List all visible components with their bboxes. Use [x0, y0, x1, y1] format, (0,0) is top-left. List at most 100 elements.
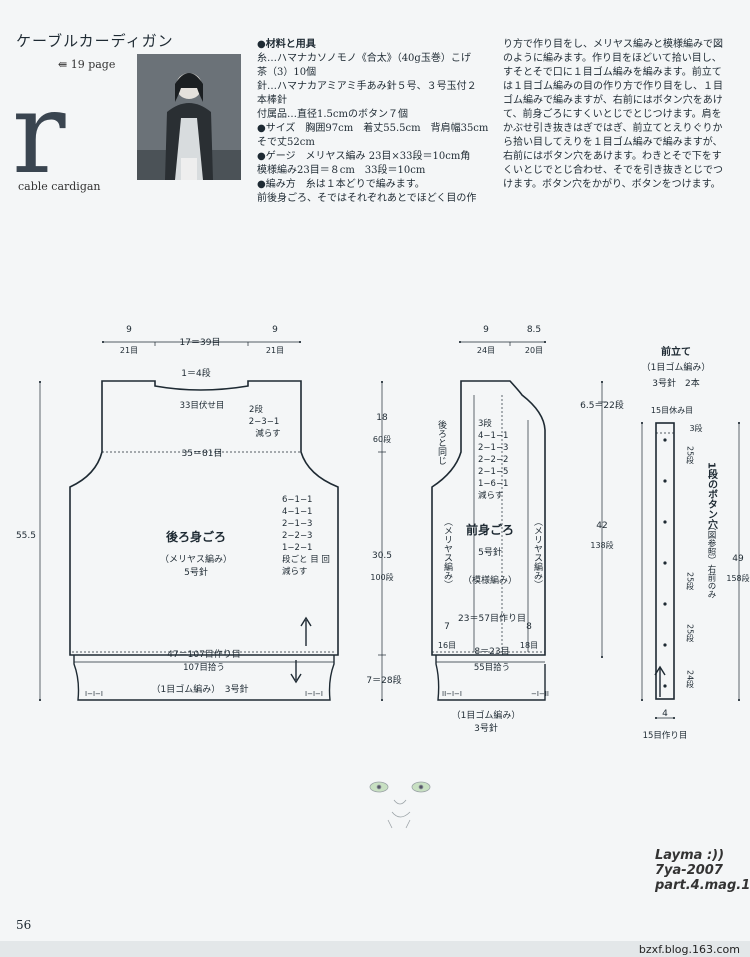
buttonhole-dots	[663, 438, 667, 688]
back-needle: 5号針	[184, 566, 208, 578]
front-left-stitches: 16目	[438, 641, 456, 650]
decrease-row: 減らす	[478, 490, 503, 501]
armhole-rows: 60段	[373, 434, 391, 444]
instructions-line: かぶせ引き抜きはぎではぎ、前立てとえりぐりか	[503, 123, 723, 134]
armhole-cm: 18	[376, 413, 388, 423]
materials-line: 付属品…直径1.5cmのボタン７個	[257, 109, 408, 120]
band-length-cm: 49	[732, 554, 744, 564]
instructions-line: て、前身ごろにすくいとじでとじつけます。肩を	[503, 109, 722, 120]
front-height-cm: 42	[596, 521, 607, 531]
materials-line: 糸…ハマナカソノモノ《合太》（40g玉巻）こげ	[257, 53, 471, 64]
decrease-row: 2−2−2	[478, 455, 508, 465]
signature-line: part.4.mag.16	[655, 878, 750, 893]
front-left-width: 7	[444, 622, 450, 632]
front-outline	[431, 380, 546, 656]
band-width: 4	[662, 709, 668, 719]
front-stockinette-right: （メリヤス編み）	[532, 517, 543, 589]
decrease-row: 4−1−1	[282, 507, 312, 517]
instructions-line: けます。ボタン穴をかがり、ボタンをつけます。	[503, 179, 721, 190]
materials-column: ●材料と用具糸…ハマナカソノモノ《合太》（40g玉巻）こげ茶（3）10個針…ハマ…	[257, 38, 495, 206]
rib-rows: 7＝28段	[366, 674, 401, 686]
band-gap-1: 25段	[686, 446, 695, 465]
band-gap-4: 24段	[686, 670, 695, 689]
signature-line: Layma :))	[655, 848, 725, 863]
band-needle: 3号針 2本	[652, 377, 699, 389]
front-needle: 5号針	[478, 546, 502, 558]
instructions-line: ゴム編みで編みますが、右前にはボタン穴をあけ	[503, 95, 723, 106]
materials-line: そで丈52cm	[257, 137, 315, 148]
materials-line: ●ゲージ メリヤス編み 23目×33段＝10cm角	[257, 151, 471, 162]
back-neck-dec-1: 2段	[249, 404, 263, 415]
watermark: bzxf.blog.163.com	[638, 943, 740, 956]
page-number: 56	[16, 918, 32, 932]
materials-line: ●編み方 糸は１本どりで編みます。	[257, 179, 425, 190]
instructions-line: すそとそで口に１目ゴム編みを編みます。前立て	[503, 67, 722, 78]
back-rib-marks-left: I−I−I	[85, 690, 103, 698]
back-top-right-stitches: 21目	[266, 346, 284, 355]
back-outline	[69, 380, 339, 656]
band-gap-3: 25段	[686, 624, 695, 643]
front-mid-width: 8＝23目	[474, 646, 509, 657]
back-shoulder: 35＝81目	[182, 448, 223, 459]
decrease-row: 2−1−5	[478, 467, 508, 477]
instructions-line: のように編みます。作り目をほどいて拾い目し、	[503, 53, 722, 64]
instructions-column: り方で作り目をし、メリヤス編みと模様編みで図のように編みます。作り目をほどいて拾…	[503, 38, 743, 192]
back-top-right-width: 9	[272, 325, 278, 335]
decrease-row: 2−2−3	[282, 531, 312, 541]
decrease-row: 1−6−1	[478, 479, 508, 489]
band-title: 前立て	[661, 345, 691, 358]
decrease-row: 段ごと 目 回	[282, 554, 330, 565]
instructions-line: り方で作り目をし、メリヤス編みと模様編みで図	[503, 39, 723, 50]
front-right-stitches: 18目	[520, 641, 538, 650]
decrease-row: 4−1−1	[478, 431, 508, 441]
band-stitch: （1目ゴム編み）	[642, 361, 711, 373]
back-rib: （1目ゴム編み） 3号針	[152, 683, 249, 695]
front-rib: （1目ゴム編み）	[452, 709, 521, 721]
band-outline	[655, 422, 675, 700]
back-rib-marks-right: I−I−I	[305, 690, 323, 698]
front-cast-on: 23＝57目作り目	[458, 612, 526, 624]
back-cast-on: 47＝107目作り目	[167, 648, 241, 660]
front-top-left-stitches: 24目	[477, 346, 495, 355]
front-neck-depth: 6.5＝22段	[580, 399, 624, 411]
back-top-left-stitches: 21目	[120, 346, 138, 355]
back-top-left-width: 9	[126, 325, 132, 335]
front-top-right-stitches: 20目	[525, 346, 543, 355]
back-neck-rows: 1＝4段	[181, 367, 210, 379]
decrease-row: 2−1−3	[478, 443, 508, 453]
front-pickup: 55目拾う	[474, 662, 510, 673]
signature-line: 7ya-2007	[655, 863, 723, 878]
back-neck-dec-2: 2−3−1	[249, 417, 279, 427]
front-name: 前身ごろ	[466, 522, 514, 537]
back-bind-off: 33目伏せ目	[180, 400, 225, 411]
body-cm: 30.5	[372, 551, 392, 561]
back-rib	[73, 655, 335, 701]
instructions-line: 右前にはボタン穴をあけます。わきとそで下をす	[503, 151, 722, 162]
english-title: cable cardigan	[18, 180, 101, 193]
decrease-row: 1−2−1	[282, 543, 312, 553]
front-rib-needle: 3号針	[474, 722, 498, 734]
decrease-row: 6−1−1	[282, 495, 312, 505]
front-top-right-width: 8.5	[527, 325, 541, 335]
buttonhole-title: 1段のボタン穴	[706, 462, 718, 530]
front-top-left-width: 9	[483, 325, 489, 335]
instructions-line: くいとじでとじ合わせ、そでを引き抜きとじでつ	[503, 165, 723, 176]
model-photo-illustration	[137, 54, 241, 180]
front-height-rows: 138段	[590, 540, 613, 550]
back-height: 55.5	[16, 531, 36, 541]
page-reference[interactable]: ⇚ 19 page	[58, 58, 116, 71]
back-top-mid: 17＝39目	[180, 337, 221, 348]
front-right-width: 8	[526, 622, 532, 632]
instructions-line: ら拾い目してえりを１目ゴム編みで編みますが、	[503, 137, 723, 148]
band-gap-2: 25段	[686, 572, 695, 591]
materials-line: 茶（3）10個	[257, 67, 317, 78]
instructions-line: は１目ゴム編みの目の作り方で作り目をし、１目	[503, 81, 723, 92]
materials-line: 本棒針	[257, 95, 287, 106]
back-name: 後ろ身ごろ	[166, 529, 226, 544]
cat-illustration	[369, 781, 431, 829]
materials-line: ●サイズ 胸囲97cm 着丈55.5cm 背肩幅35cm	[257, 123, 489, 134]
model-photo	[137, 54, 241, 180]
